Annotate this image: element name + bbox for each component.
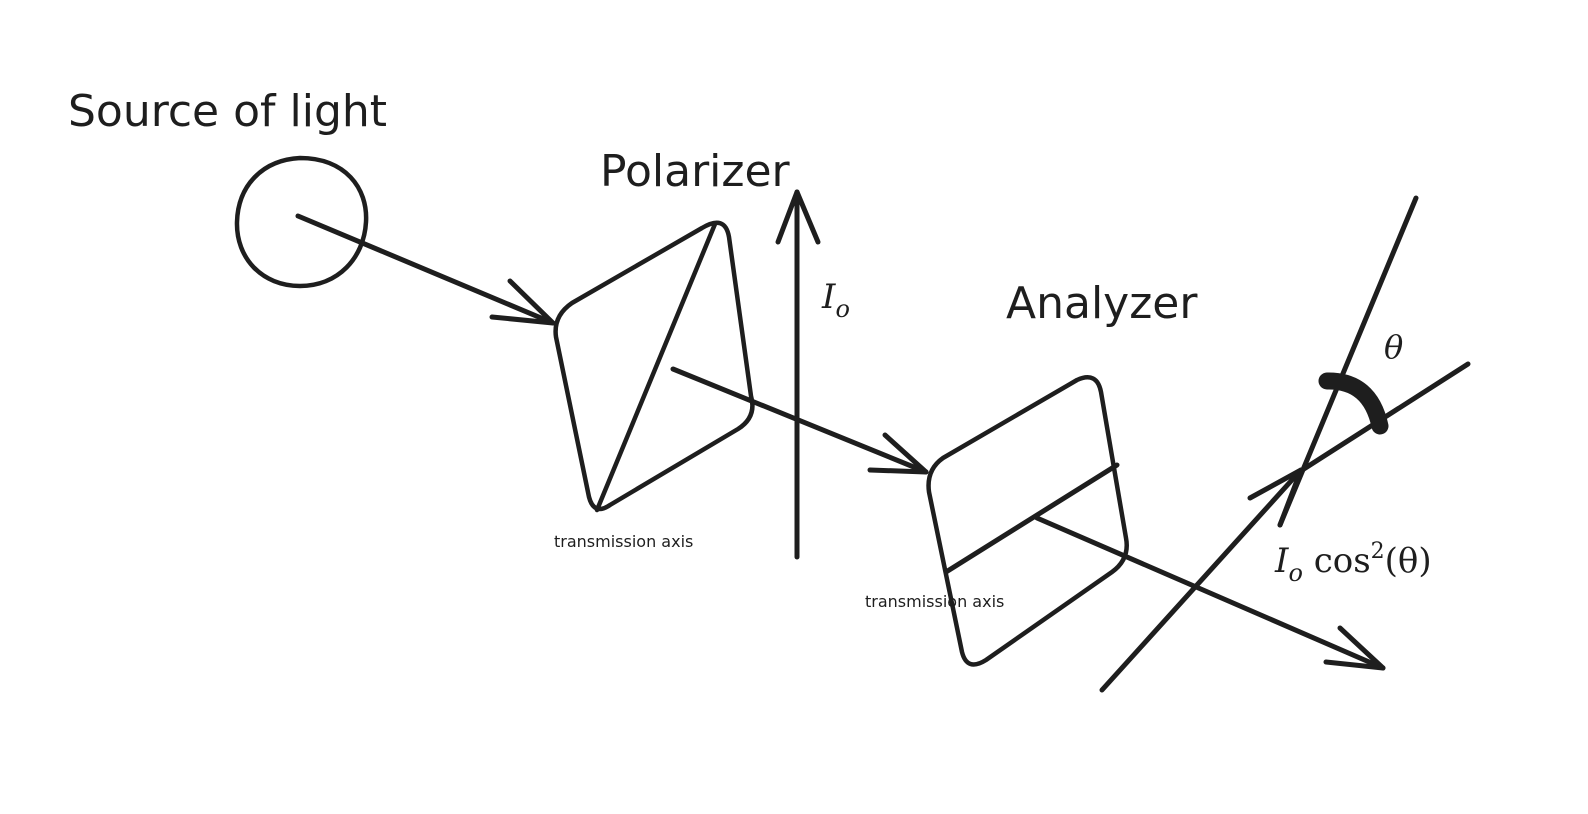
analyzer-exit-ray	[1034, 515, 1386, 671]
intensity-out-symbol: I	[1274, 541, 1289, 581]
intensity-out-argument: (θ)	[1385, 541, 1432, 581]
intensity-in-arrowhead	[775, 189, 821, 245]
theta-angle-arc	[1318, 372, 1389, 435]
analyzer-transmission-axis-line	[943, 462, 1120, 575]
polarizer-frame	[553, 220, 755, 512]
intensity-out-subscript: o	[1288, 559, 1302, 587]
polarizer-to-analyzer-ray	[670, 366, 929, 475]
exit-ray-arrowhead	[1323, 625, 1386, 671]
theta-label: θ	[1384, 328, 1403, 366]
analyzer-label: Analyzer	[1006, 278, 1198, 329]
source-to-polarizer-ray	[295, 213, 556, 326]
analyzer-axis-direction	[1099, 467, 1304, 693]
source-label: Source of light	[68, 86, 387, 137]
polarizer-axis-label: transmission axis	[554, 532, 693, 551]
intensity-in-label: Io	[821, 277, 850, 323]
polarizer-transmission-axis-line	[594, 221, 718, 513]
intensity-out-formula: Io cos2(θ)	[1274, 539, 1432, 587]
intensity-out-exponent: 2	[1371, 539, 1385, 564]
analyzer-axis-label: transmission axis	[865, 592, 1004, 611]
analyzer-frame	[926, 375, 1129, 667]
intensity-in-symbol: I	[821, 277, 836, 317]
polarizer-label: Polarizer	[600, 146, 791, 197]
source-ray-arrowhead	[489, 278, 556, 326]
intensity-out-function: cos	[1303, 541, 1371, 581]
intensity-in-subscript: o	[835, 295, 849, 323]
polarized-ray-arrowhead	[867, 432, 929, 475]
light-source-circle	[234, 155, 369, 289]
